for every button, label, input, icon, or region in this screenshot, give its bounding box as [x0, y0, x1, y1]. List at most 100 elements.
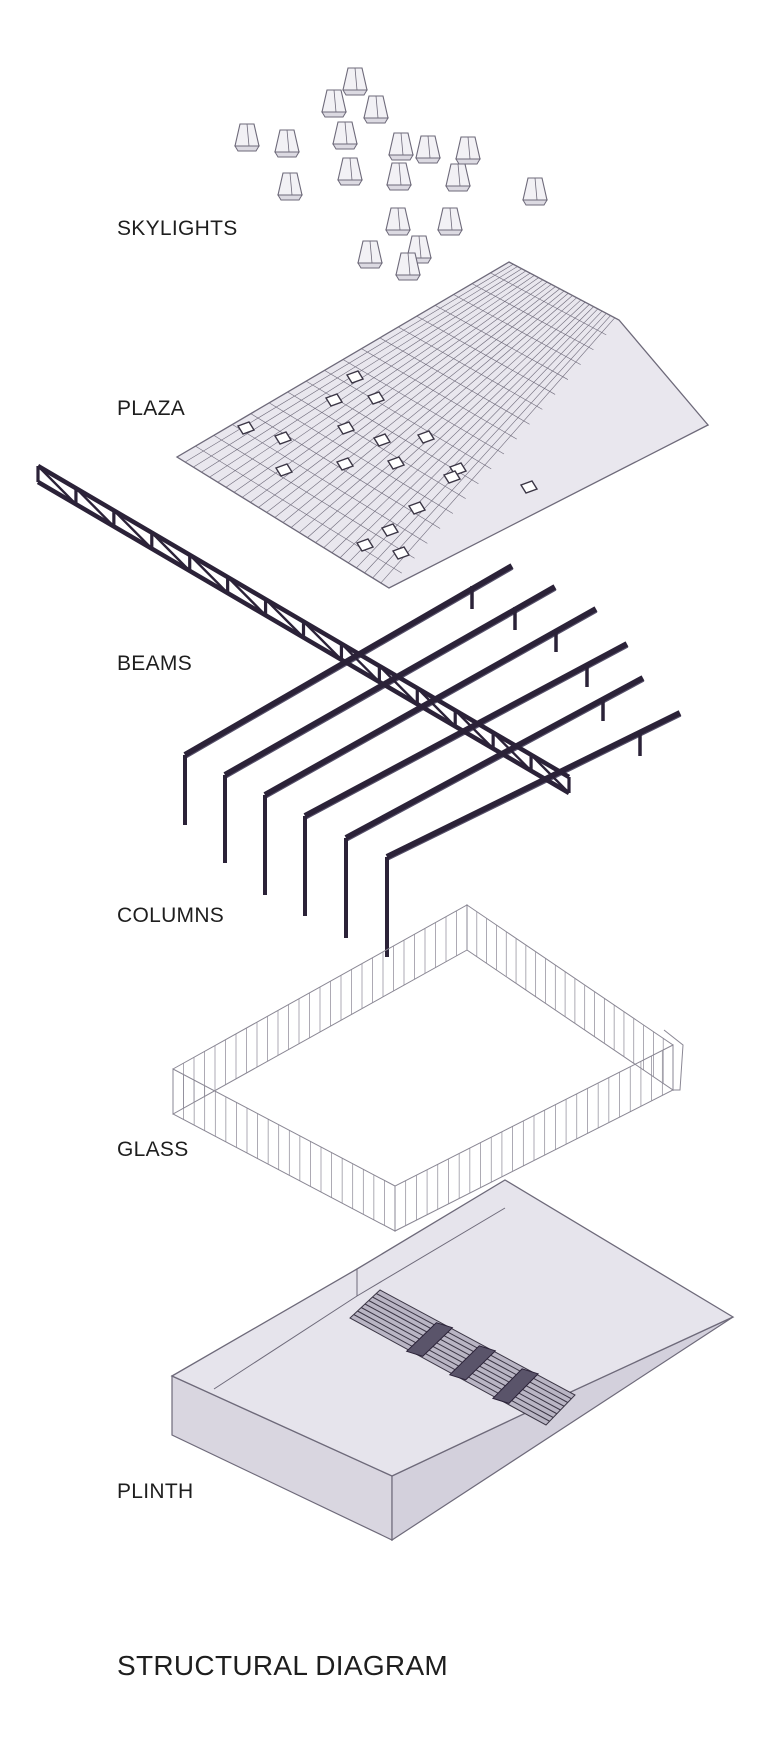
skylight-base	[332, 143, 358, 150]
skylight-base	[388, 154, 414, 161]
beam-member	[183, 563, 514, 758]
skylight-14	[522, 177, 548, 206]
plaza-opening	[335, 457, 355, 471]
beam-member	[303, 641, 629, 819]
beam-5	[344, 675, 645, 938]
skylight-edge	[427, 135, 431, 159]
plaza-grid-line	[416, 315, 556, 395]
plaza-grid-line	[232, 424, 428, 544]
stair-tread	[376, 1293, 572, 1400]
skylight-edge	[246, 123, 250, 147]
plaza-grid-line	[269, 402, 454, 514]
skylight-base	[445, 185, 471, 192]
beam-2	[223, 584, 557, 863]
plaza-grid-line	[342, 359, 505, 455]
stair-tread	[361, 1307, 558, 1415]
truss-diagonal	[75, 487, 115, 528]
plaza-opening	[416, 430, 436, 444]
skylight-edge	[375, 95, 379, 119]
glass-label: GLASS	[117, 1138, 189, 1161]
skylight-base	[437, 229, 463, 236]
skylight-17	[357, 240, 383, 269]
plaza-grid-line	[398, 326, 543, 410]
truss-girder	[36, 464, 571, 795]
skylight-edge	[400, 132, 404, 156]
truss-diagonal	[492, 731, 532, 772]
plaza-opening	[355, 538, 375, 552]
skylight-edge	[457, 163, 461, 187]
skylight-edge	[289, 172, 293, 196]
truss-diagonal	[264, 598, 305, 639]
skylight-edge	[449, 207, 453, 231]
glass-layer	[172, 904, 684, 1232]
skylight-edge	[354, 67, 358, 91]
skylight-base	[385, 229, 411, 236]
plaza-grid-line	[435, 305, 569, 380]
stair-landing	[405, 1322, 454, 1357]
glass-wall-1	[466, 904, 674, 1091]
skylight-edge	[344, 121, 348, 145]
skylight-edge	[398, 162, 402, 186]
plaza-opening	[380, 523, 400, 537]
beam-flange	[387, 715, 682, 861]
skylights-layer	[234, 67, 548, 281]
beam-flange	[225, 589, 557, 779]
skylight-edge	[418, 235, 422, 259]
skylight-19	[395, 252, 421, 281]
skylight-base	[363, 117, 389, 124]
skylight-16	[437, 207, 463, 236]
plaza-deck	[175, 261, 710, 589]
diagram-title: STRUCTURAL DIAGRAM	[117, 1650, 449, 1681]
skylight-edge	[397, 207, 401, 231]
skylight-2	[321, 89, 347, 118]
plaza-grid-line	[453, 294, 581, 365]
plaza-opening	[442, 470, 462, 484]
skylight-edge	[467, 136, 471, 160]
stair-landing	[491, 1368, 540, 1404]
skylight-base	[395, 274, 421, 281]
plaza-grid-line	[287, 391, 466, 499]
skylight-edge	[369, 240, 373, 264]
skylight-edge	[407, 252, 411, 276]
glass-corner	[663, 1029, 684, 1091]
skylight-base	[357, 262, 383, 269]
stair-tread	[364, 1303, 561, 1411]
skylight-10	[337, 157, 363, 186]
truss-diagonal	[416, 687, 457, 728]
truss-diagonal	[188, 554, 229, 594]
skylight-edge	[534, 177, 538, 201]
skylight-edge	[286, 129, 290, 153]
skylight-base	[337, 179, 363, 186]
skylight-base	[386, 184, 412, 191]
stair-tread	[353, 1314, 550, 1422]
skylights-label: SKYLIGHTS	[117, 217, 238, 240]
plaza-label: PLAZA	[117, 397, 186, 420]
stair-tread	[368, 1300, 565, 1407]
skylight-6	[274, 129, 300, 158]
truss-diagonal	[113, 509, 153, 550]
beam-6	[385, 710, 682, 957]
skylight-edge	[349, 157, 353, 181]
plaza-opening	[336, 421, 356, 435]
truss-diagonal	[454, 709, 494, 750]
skylight-7	[388, 132, 414, 161]
skylight-11	[386, 162, 412, 191]
stair-tread	[357, 1310, 554, 1418]
beam-flange	[265, 611, 598, 799]
skylight-1	[342, 67, 368, 96]
glass-panel-frame	[172, 904, 468, 1115]
skylight-base	[274, 151, 300, 158]
skylight-5	[332, 121, 358, 150]
plinth-label: PLINTH	[117, 1480, 194, 1503]
beams-columns-layer	[36, 464, 682, 957]
beam-member	[385, 710, 682, 860]
glass-wall-4	[172, 904, 468, 1115]
stair-landing	[448, 1345, 497, 1381]
skylight-15	[385, 207, 411, 236]
truss-diagonal	[378, 665, 419, 705]
plaza-opening	[391, 546, 411, 560]
beam-flange	[346, 680, 645, 842]
truss-diagonal	[37, 465, 77, 506]
plaza-opening	[407, 501, 427, 515]
